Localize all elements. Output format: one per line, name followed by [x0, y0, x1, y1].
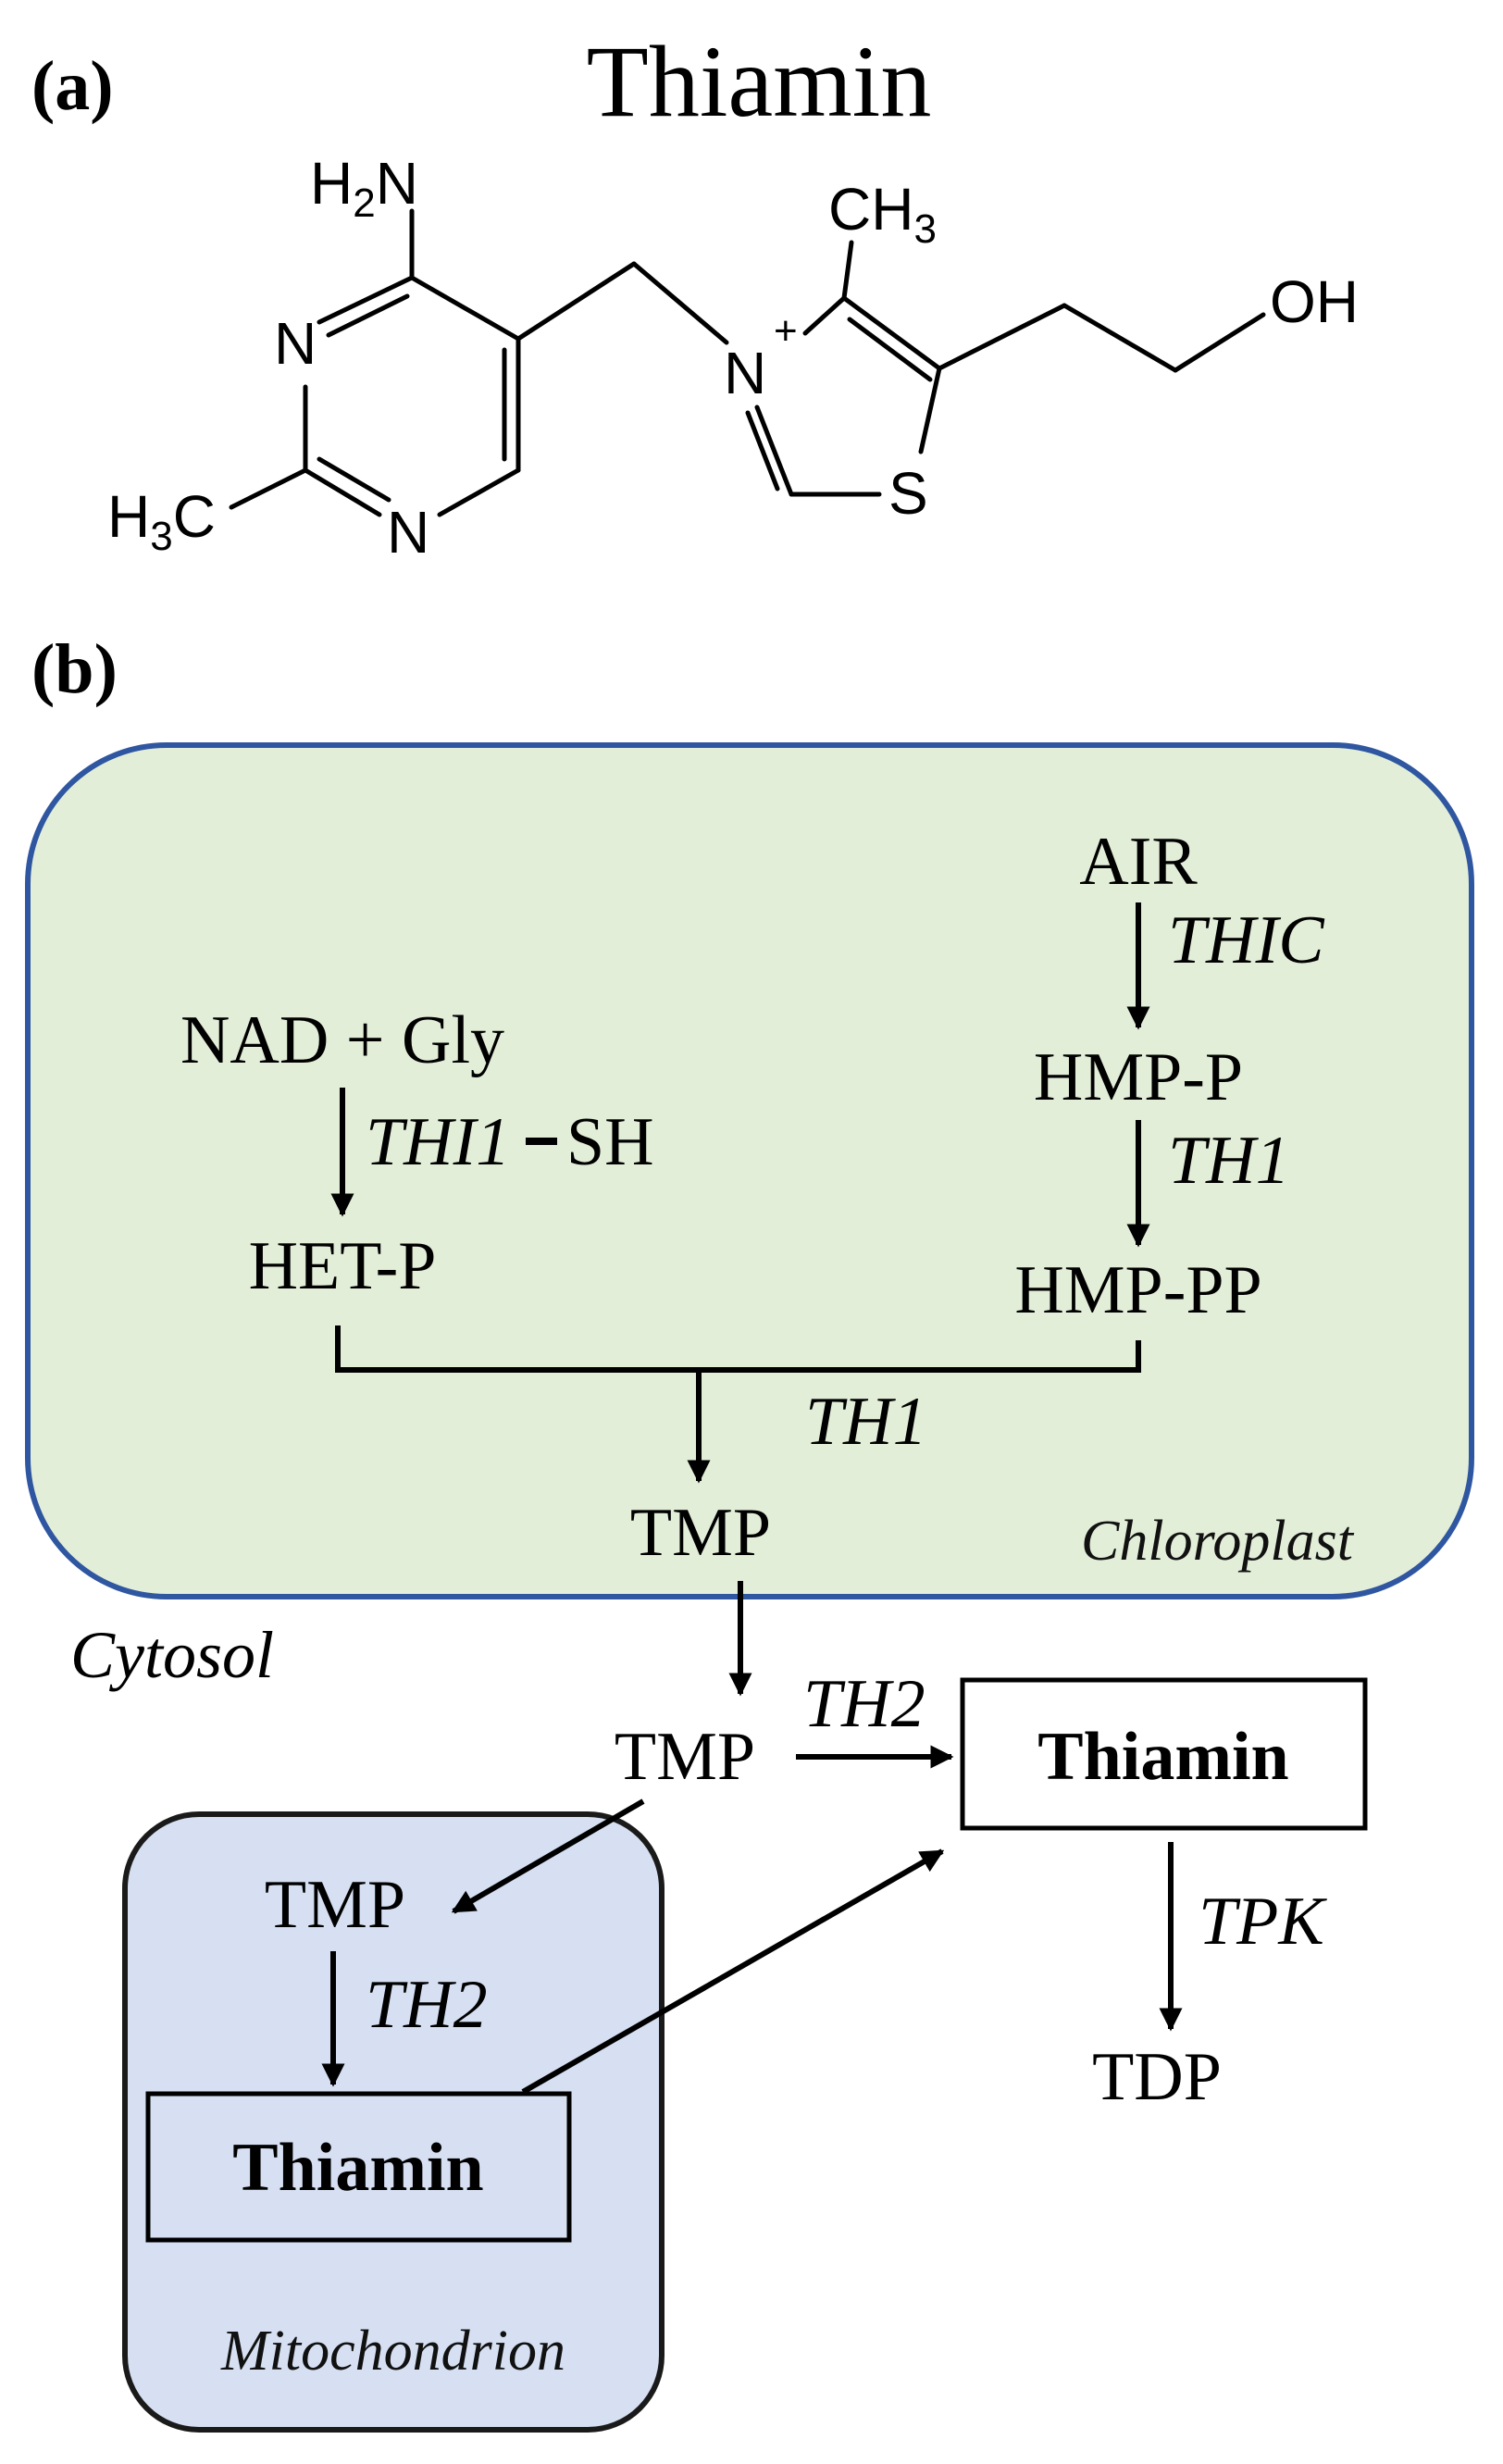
chloroplast-compartment: [25, 742, 1474, 1599]
metabolite-hmp-pp: HMP-PP: [1014, 1252, 1261, 1328]
metabolite-tmp-mito: TMP: [265, 1867, 405, 1943]
enzyme-th1-b: TH1: [805, 1384, 927, 1460]
atom-oh: OH: [1270, 268, 1359, 335]
metabolite-thiamin-mito: Thiamin: [232, 2130, 483, 2206]
metabolite-tmp-cytosol: TMP: [615, 1719, 755, 1795]
enzyme-th2-cytosol: TH2: [803, 1666, 925, 1742]
metabolite-thiamin-cytosol: Thiamin: [1037, 1719, 1288, 1795]
mitochondrion-label: Mitochondrion: [220, 2320, 565, 2383]
metabolite-hmp-p: HMP-P: [1034, 1039, 1243, 1115]
metabolite-nad-gly: NAD + Gly: [180, 1002, 504, 1078]
thi1-suffix: SH: [566, 1104, 654, 1180]
atom-plus-charge: +: [774, 308, 798, 354]
atom-n-plus: N: [724, 340, 766, 406]
thiamin-structure-bonds: [229, 208, 1266, 517]
panel-b: (b) Chloroplast AIR THIC NAD + Gly THI1 …: [25, 630, 1474, 2433]
enzyme-th1-a: TH1: [1168, 1123, 1290, 1199]
atom-n1: N: [274, 310, 317, 377]
panel-a-title: Thiamin: [587, 25, 932, 138]
atom-ch3: CH3: [828, 176, 937, 252]
metabolite-tdp: TDP: [1092, 2039, 1222, 2115]
enzyme-thi1: THI1: [366, 1104, 510, 1180]
thiamin-box-mito: [145, 2091, 572, 2243]
enzyme-thic: THIC: [1168, 902, 1325, 978]
thiamin-box-cytosol: [960, 1677, 1368, 1831]
atom-nh2: H2N: [310, 150, 418, 226]
atom-n3: N: [387, 499, 429, 566]
atom-h3c: H3C: [107, 483, 216, 559]
metabolite-tmp-chloroplast: TMP: [630, 1495, 771, 1571]
metabolite-het-p: HET-P: [249, 1228, 437, 1304]
enzyme-th2-mito: TH2: [366, 1967, 488, 2043]
panel-a-label: (a): [31, 47, 114, 125]
panel-b-label: (b): [31, 630, 118, 708]
atom-s: S: [888, 460, 928, 527]
chloroplast-label: Chloroplast: [1081, 1510, 1355, 1573]
metabolite-air: AIR: [1079, 824, 1198, 900]
merge-bracket: [335, 1325, 1141, 1373]
enzyme-tpk: TPK: [1199, 1884, 1327, 1960]
panel-a: (a) Thiamin: [31, 25, 1359, 566]
cytosol-label: Cytosol: [70, 1618, 274, 1692]
